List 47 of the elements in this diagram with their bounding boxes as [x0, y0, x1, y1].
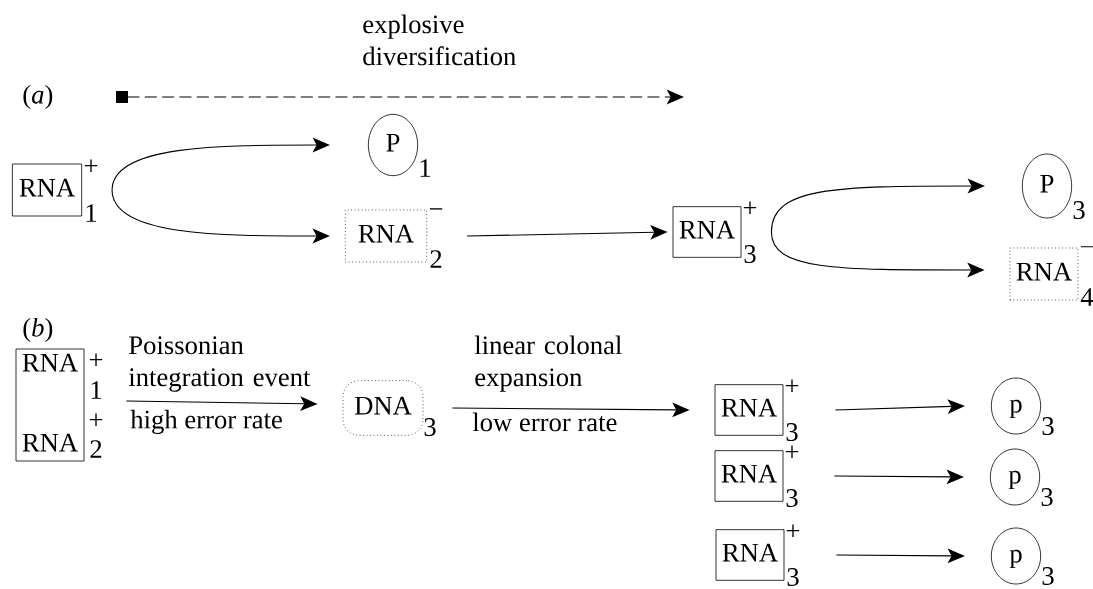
edge-label: linear colonal expansion: [474, 335, 622, 392]
side-label: +: [785, 379, 799, 392]
arrow: [111, 137, 330, 191]
side-label: 1: [420, 159, 431, 177]
process-box: RNA: [672, 206, 742, 258]
side-label: 3: [786, 423, 798, 441]
side-label: +: [89, 413, 103, 426]
side-label: +: [743, 201, 757, 214]
arrow: [834, 399, 965, 414]
side-label: 3: [786, 489, 798, 507]
arrow: [770, 178, 985, 233]
label: explosive diversification: [363, 14, 516, 66]
ellipse-node: p: [990, 377, 1042, 435]
side-label: +: [785, 445, 799, 458]
ellipse-node: p: [990, 527, 1042, 585]
side-label: 3: [424, 418, 436, 436]
side-label: 3: [787, 568, 799, 586]
side-label: 3: [1042, 567, 1054, 585]
side-label: 3: [1073, 201, 1085, 219]
dotted-box: RNA: [344, 209, 428, 263]
side-label: 2: [430, 250, 442, 268]
process-box: RNA: [714, 450, 784, 502]
process-box: RNA RNA: [15, 348, 85, 462]
side-label: 4: [1080, 288, 1093, 306]
side-label: 3: [1042, 417, 1054, 435]
process-box: RNA: [715, 529, 785, 581]
ellipse-node: p: [989, 448, 1041, 506]
dotted-box: RNA: [1009, 247, 1079, 301]
ellipse-node: P: [367, 113, 419, 177]
side-label: −: [429, 208, 443, 210]
label: low error rate: [472, 412, 617, 432]
side-label: 2: [90, 440, 102, 458]
side-label: +: [786, 524, 800, 537]
label: (a): [23, 84, 53, 110]
side-label: 3: [744, 245, 756, 263]
process-box: RNA: [11, 163, 83, 217]
side-label: −: [1080, 246, 1093, 248]
side-label: +: [84, 159, 98, 172]
dotted-round-box: DNA: [342, 380, 424, 436]
side-label: +: [89, 353, 103, 366]
ellipse-node: P: [1021, 153, 1073, 219]
side-label: 3: [1041, 488, 1053, 506]
label: high error rate: [130, 409, 282, 435]
process-box: RNA: [714, 384, 784, 436]
side-label: 1: [91, 381, 102, 399]
side-label: 1: [86, 204, 97, 222]
edge-label: Poissonian integration event: [128, 336, 311, 392]
